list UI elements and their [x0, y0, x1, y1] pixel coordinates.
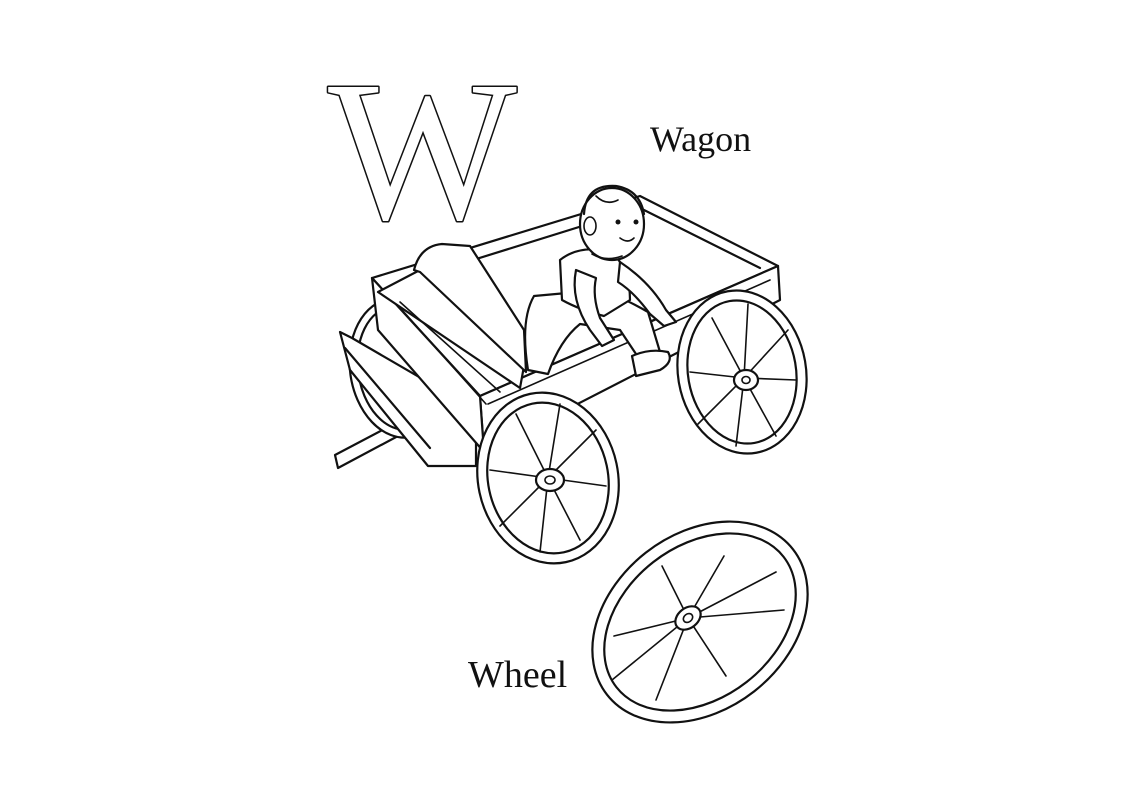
back-right-wheel — [676, 289, 808, 455]
letter-outline: W — [328, 41, 517, 262]
wagon-seat — [376, 242, 528, 393]
outlined-letter: W — [327, 40, 519, 264]
front-wheel — [476, 391, 620, 565]
wagon-front-panel — [338, 330, 478, 468]
word-label-top: Wagon — [650, 119, 752, 159]
boy-figure — [524, 184, 678, 378]
word-label-bottom: Wheel — [468, 654, 568, 696]
loose-wheel — [591, 520, 809, 724]
